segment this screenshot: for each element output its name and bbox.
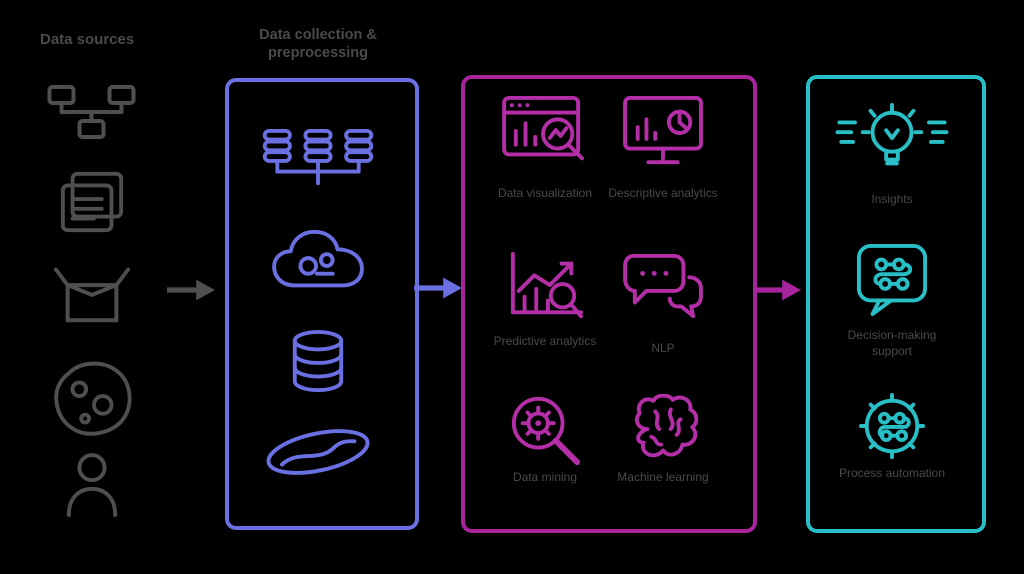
outcomes-label: Process automation xyxy=(838,466,946,480)
collection-title: Data collection & preprocessing xyxy=(223,26,413,62)
analytics-label: NLP xyxy=(651,341,675,355)
outcomes-box xyxy=(806,75,986,533)
gear-circuit-icon xyxy=(858,391,926,461)
linked-databases-icon xyxy=(262,127,374,189)
browser-search-icon xyxy=(502,96,588,170)
analytics-box xyxy=(461,75,757,533)
collection-to-analytics-arrow xyxy=(413,274,463,302)
analytics-label: Data visualization xyxy=(497,186,593,200)
collection-box xyxy=(225,78,419,530)
outcomes-label: Decision-making support xyxy=(847,328,937,358)
data-lake-icon xyxy=(262,418,374,486)
analytics-label: Descriptive analytics xyxy=(608,186,718,200)
data-blob-icon xyxy=(48,359,136,441)
open-box-icon xyxy=(52,250,132,330)
dashboard-monitor-icon xyxy=(621,96,705,170)
analytics-label: Data mining xyxy=(512,470,578,484)
lightbulb-rays-icon xyxy=(833,103,951,179)
documents-icon xyxy=(57,169,127,235)
analytics-label: Machine learning xyxy=(617,470,709,484)
database-icon xyxy=(288,328,348,396)
person-icon xyxy=(63,449,121,521)
sources-title: Data sources xyxy=(40,31,135,48)
cloud-storage-icon xyxy=(268,223,368,303)
collection-title-line2: preprocessing xyxy=(268,45,368,62)
speech-circuit-icon xyxy=(856,243,928,317)
analytics-to-outcomes-arrow xyxy=(752,276,802,304)
neural-brain-icon xyxy=(624,394,702,466)
collection-title-line1: Data collection & xyxy=(259,27,377,43)
analytics-label: Predictive analytics xyxy=(493,334,597,348)
outcomes-label: Insights xyxy=(871,192,913,206)
network-nodes-icon xyxy=(44,82,139,142)
sources-to-collection-arrow xyxy=(166,276,216,304)
magnifier-gear-icon xyxy=(507,392,583,468)
chat-bubbles-icon xyxy=(621,252,705,322)
predictive-chart-icon xyxy=(503,250,587,324)
